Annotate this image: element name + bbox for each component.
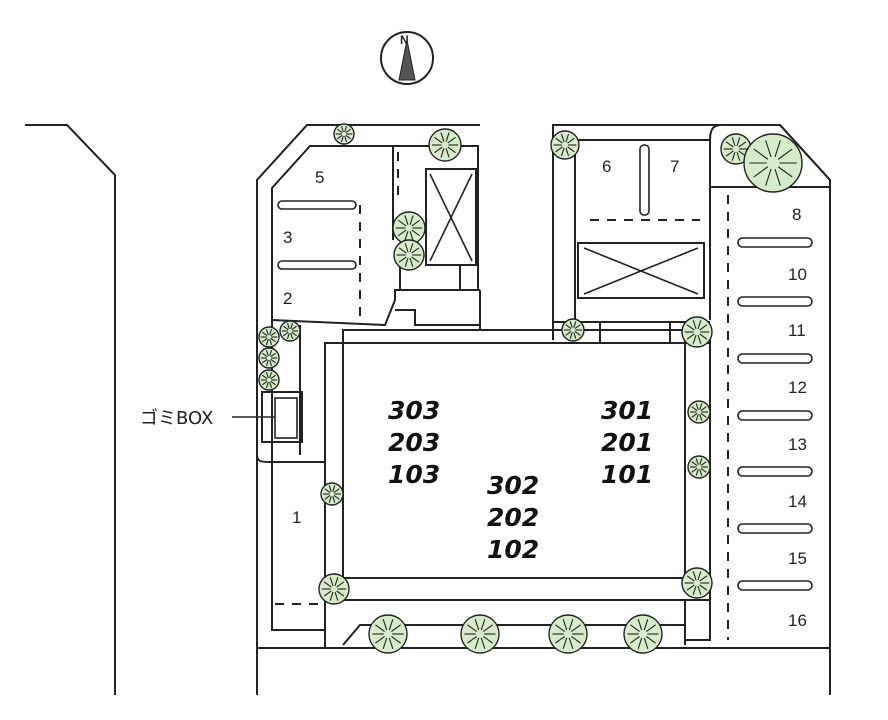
building-entry [415, 322, 554, 331]
garbage-box-label: ゴミBOX [140, 408, 213, 429]
left-lot-step [395, 290, 481, 326]
tree-icon [392, 211, 426, 245]
parking-line [737, 410, 813, 421]
bottom-planter [342, 624, 686, 646]
tree-icon [393, 239, 425, 271]
parking-number: 1 [292, 508, 301, 527]
north-arrow-icon: N [380, 31, 434, 85]
parking-number: 2 [283, 289, 292, 308]
parking-line [277, 200, 357, 210]
right-lot-inner [574, 139, 711, 320]
parking-number: 11 [788, 321, 806, 340]
tree-icon [428, 128, 462, 162]
parking-line [737, 580, 813, 591]
tree-icon [561, 318, 585, 342]
parking-number: 5 [315, 168, 324, 187]
tree-icon [623, 614, 663, 654]
unit-number: 103 [388, 460, 440, 489]
right-parking-lines [737, 237, 813, 591]
left-lot-inner [271, 145, 394, 460]
unit-number: 201 [601, 428, 653, 457]
parking-number: 16 [788, 611, 807, 630]
unit-number: 301 [601, 396, 653, 425]
tree-icon [333, 123, 355, 145]
tree-icon [318, 573, 350, 605]
parking-number: 14 [788, 492, 807, 511]
parking-line [737, 523, 813, 534]
garbage-box-inner [274, 397, 298, 439]
parking-number: 3 [283, 228, 292, 247]
unit-number: 102 [487, 535, 539, 564]
parking-line [737, 353, 813, 364]
right-corner-bed [709, 124, 831, 188]
tree-icon [258, 326, 280, 348]
stair-box-left-x [429, 173, 473, 262]
tree-icon [279, 320, 301, 342]
tree-icon [460, 614, 500, 654]
tree-icon [550, 130, 580, 160]
parking-number: 6 [602, 157, 611, 176]
stair-box-right [577, 242, 705, 299]
unit-number: 203 [388, 428, 440, 457]
parking-line [639, 144, 650, 216]
parking-number: 10 [788, 265, 807, 284]
road-edge-bottom [256, 647, 831, 695]
left-lot-inner-right [393, 145, 479, 290]
left-lot-outer [256, 124, 480, 695]
unit-number: 202 [487, 503, 539, 532]
building-walkway [324, 342, 711, 601]
unit-number: 303 [388, 396, 440, 425]
parking-number: 12 [788, 378, 807, 397]
unit-group-right: 301 201 101 [601, 396, 653, 489]
building [342, 329, 686, 579]
parking-number: 8 [792, 205, 801, 224]
left-lot-wall [256, 454, 325, 463]
parking-number: 7 [670, 157, 679, 176]
unit-group-left: 303 203 103 [388, 396, 440, 489]
stair-box-right-x [583, 247, 699, 295]
trees [258, 123, 803, 654]
compass-label: N [400, 33, 409, 47]
tree-icon [258, 347, 280, 369]
left-walk-wall [271, 325, 325, 631]
unit-number: 302 [487, 471, 539, 500]
parking-number: 15 [788, 549, 807, 568]
tree-icon [687, 400, 711, 424]
tree-icon [258, 369, 280, 391]
left-lot-inner-bottom [271, 289, 480, 327]
road-edge-left [25, 124, 116, 695]
parking-line [737, 237, 813, 248]
unit-group-center: 302 202 102 [487, 471, 539, 564]
tree-icon [320, 482, 344, 506]
tree-icon [368, 614, 408, 654]
stair-box-left [425, 168, 477, 266]
tree-icon [681, 316, 713, 348]
tree-icon [743, 133, 803, 193]
tree-icon [687, 455, 711, 479]
unit-number: 101 [601, 460, 653, 489]
stair-base-left [399, 265, 461, 290]
parking-line [737, 466, 813, 477]
tree-icon [548, 614, 588, 654]
parking-line [737, 296, 813, 307]
tree-icon [681, 567, 713, 599]
parking-line [277, 260, 357, 270]
parking-number: 13 [788, 435, 807, 454]
